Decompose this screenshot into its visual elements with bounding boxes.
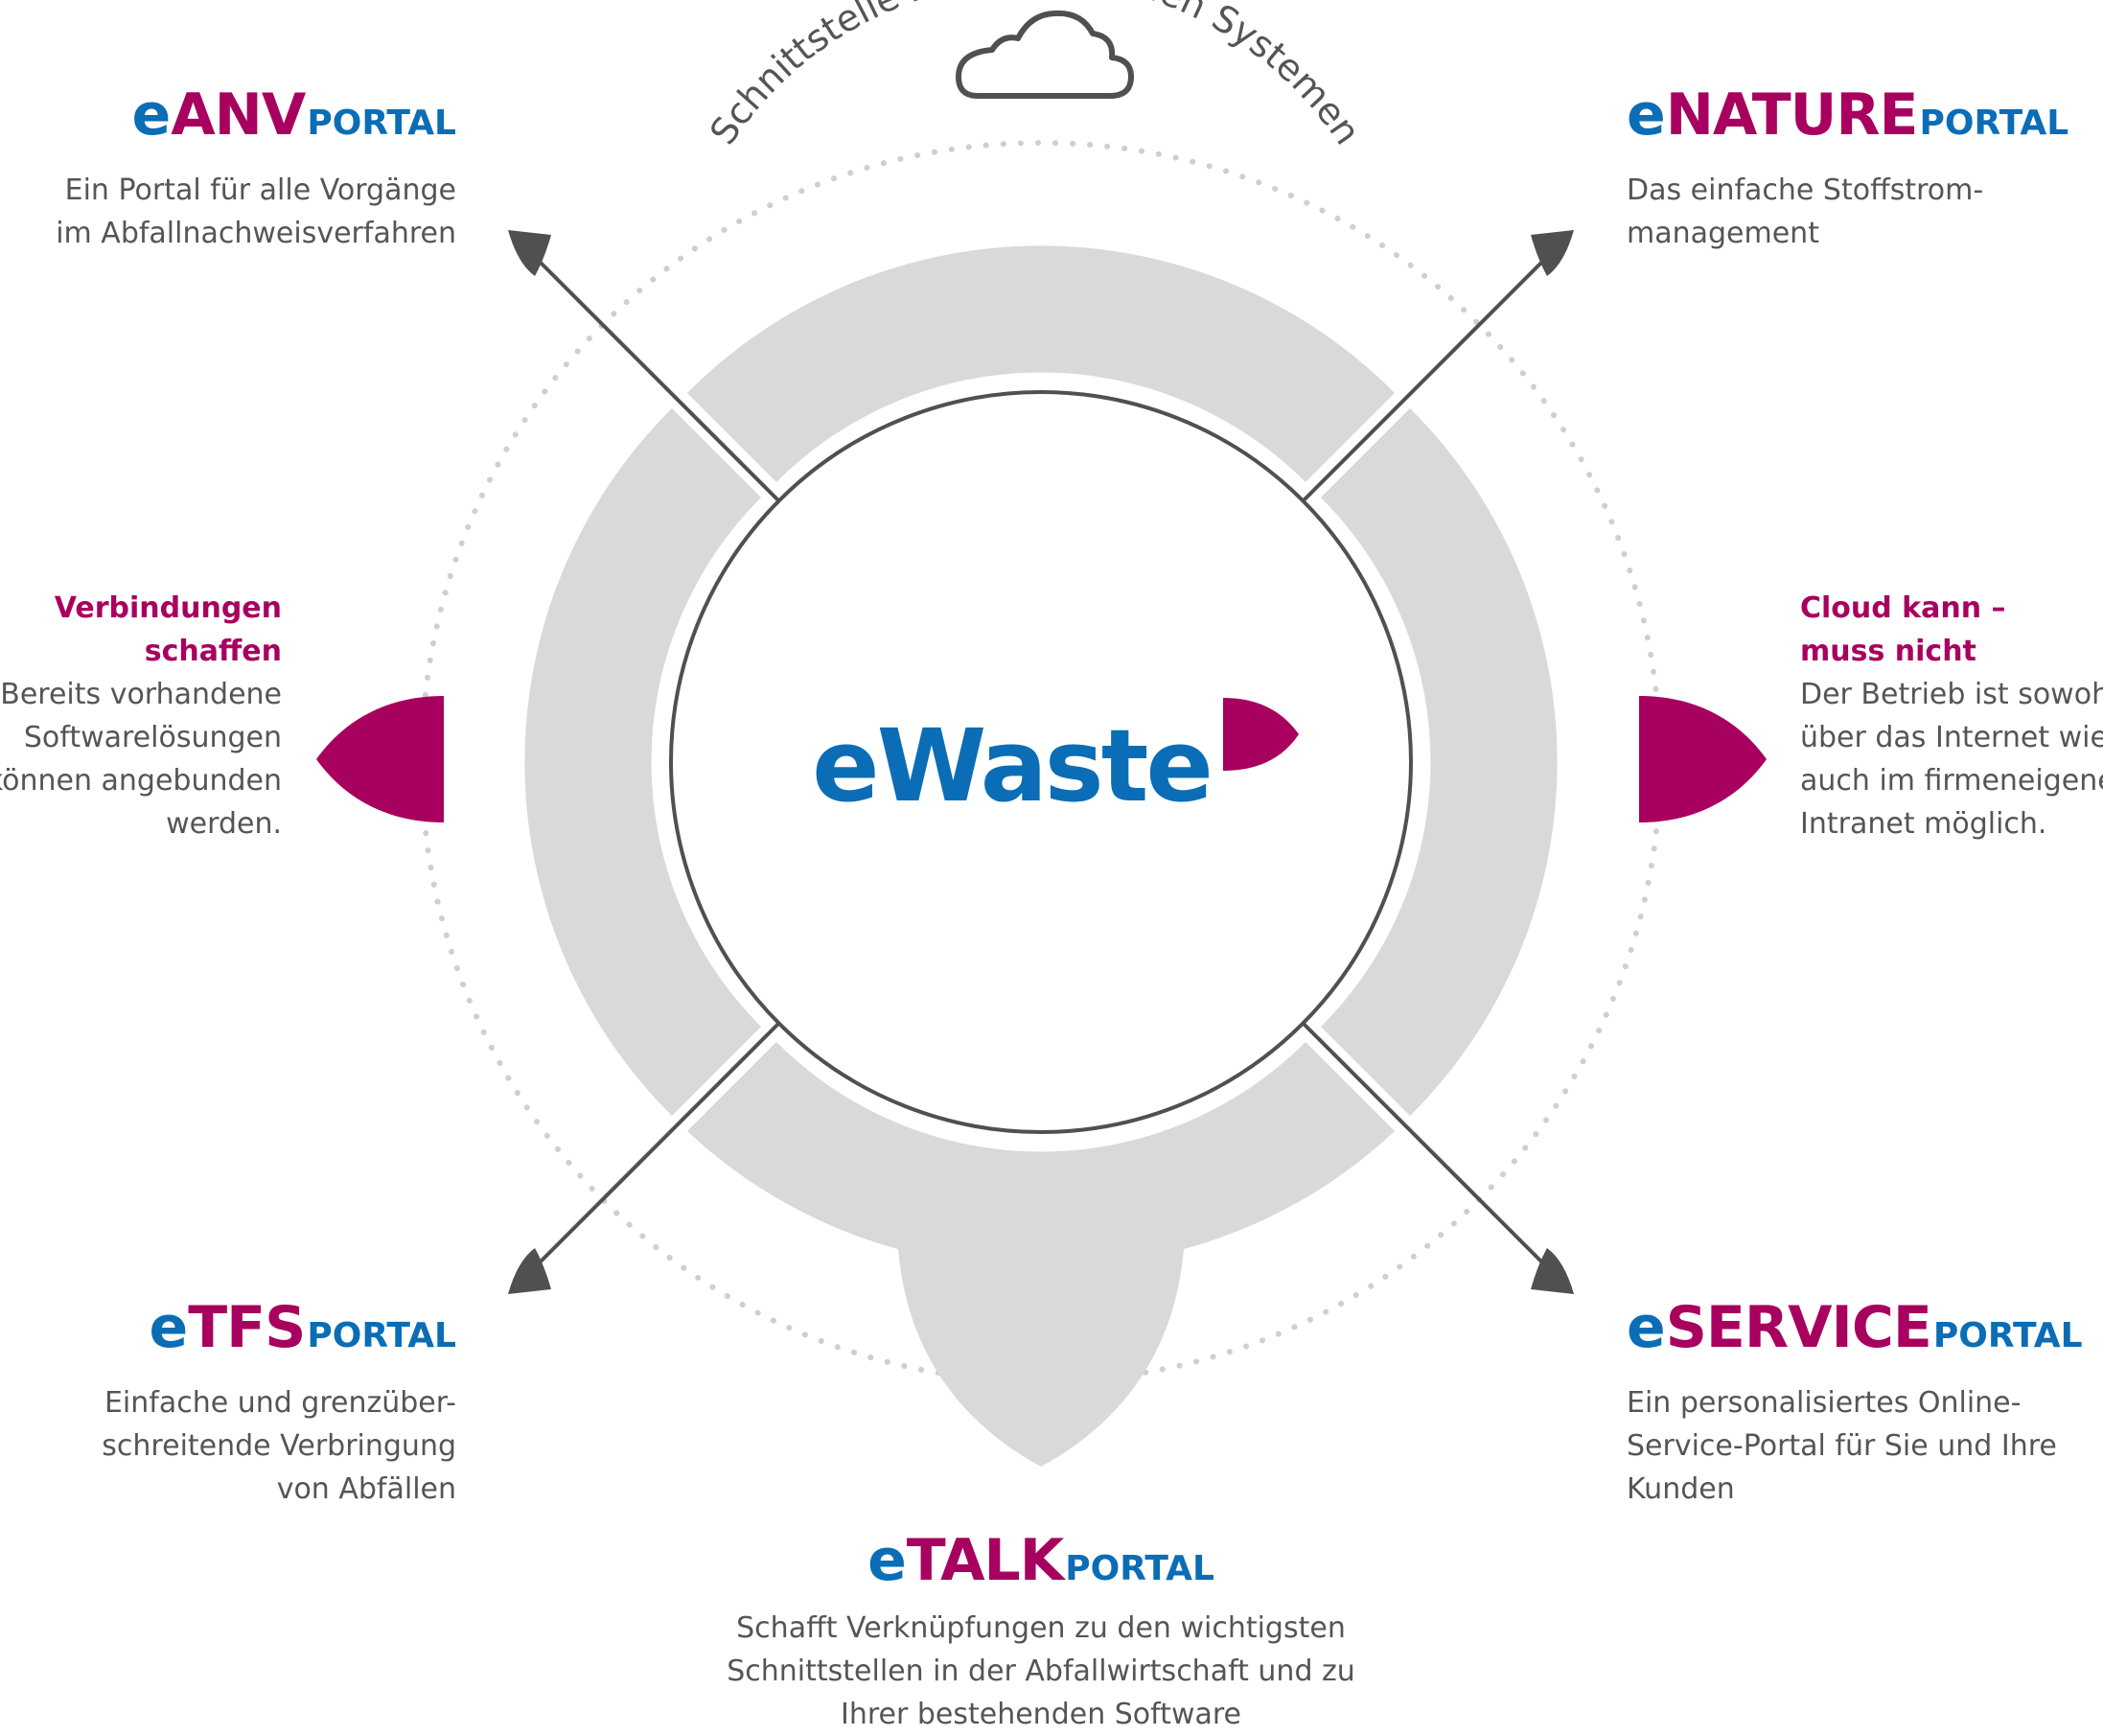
portal-title-prefix: e xyxy=(1627,1294,1666,1361)
arrowhead-anv-icon xyxy=(508,230,551,276)
portal-title-prefix: e xyxy=(1627,81,1666,149)
arrow-service xyxy=(1302,1022,1552,1272)
side-left-description: Bereits vorhandene Softwarelösungen könn… xyxy=(0,678,282,841)
portal-nature-description: Das einfache Stoffstrom- management xyxy=(1627,174,1984,250)
ring-segment-left xyxy=(524,408,761,1116)
ring-segment-bottom xyxy=(687,1042,1395,1467)
portal-service: eSERVICEPORTAL Ein personalisiertes Onli… xyxy=(1627,1299,2083,1511)
portal-tfs-description: Einfache und grenzüber- schreitende Verb… xyxy=(102,1386,456,1506)
portal-title-name: NATURE xyxy=(1665,81,1919,149)
arrow-tfs xyxy=(530,1022,780,1272)
side-right-heading: Cloud kann – muss nicht xyxy=(1800,591,2006,668)
portal-title-suffix: PORTAL xyxy=(307,104,456,143)
portal-title-suffix: PORTAL xyxy=(1932,1316,2083,1355)
portal-tfs: eTFSPORTAL Einfache und grenzüber- schre… xyxy=(102,1299,456,1511)
grey-ring xyxy=(524,245,1558,1467)
side-info-left: Verbindungen schaffen Bereits vorhandene… xyxy=(0,587,282,845)
cloud-icon xyxy=(956,10,1134,99)
arrow-nature xyxy=(1302,252,1552,502)
portal-talk-description: Schafft Verknüpfungen zu den wichtigsten… xyxy=(727,1611,1355,1731)
arrowhead-tfs-icon xyxy=(508,1248,551,1294)
portal-anv-title[interactable]: eANVPORTAL xyxy=(56,86,456,144)
arrowhead-nature-icon xyxy=(1531,230,1574,276)
center-circle xyxy=(669,390,1413,1134)
arc-label: Schnittstelle zu vorhandenen Systemen xyxy=(702,0,1369,152)
side-right-description: Der Betrieb ist sowohl über das Internet… xyxy=(1800,678,2103,841)
portal-title-prefix: e xyxy=(131,81,172,149)
ewaste-logo-mark-icon xyxy=(1223,698,1299,771)
left-magenta-marker-icon xyxy=(316,696,444,822)
portal-title-name: TFS xyxy=(188,1294,306,1361)
portal-anv-description: Ein Portal für alle Vorgänge im Abfallna… xyxy=(56,174,456,250)
arrow-anv xyxy=(530,252,780,502)
portal-talk: eTALKPORTAL Schafft Verknüpfungen zu den… xyxy=(658,1532,1424,1736)
portal-title-name: ANV xyxy=(171,81,306,149)
portal-service-description: Ein personalisiertes Online- Service-Por… xyxy=(1627,1386,2057,1506)
portal-title-suffix: PORTAL xyxy=(307,1316,456,1355)
portal-title-suffix: PORTAL xyxy=(1065,1549,1214,1588)
portal-tfs-title[interactable]: eTFSPORTAL xyxy=(102,1299,457,1356)
side-left-heading: Verbindungen schaffen xyxy=(54,591,282,668)
portal-title-suffix: PORTAL xyxy=(1919,104,2069,143)
ewaste-logo-text: eWaste xyxy=(812,707,1211,824)
portal-title-prefix: e xyxy=(867,1527,907,1594)
portal-service-title[interactable]: eSERVICEPORTAL xyxy=(1627,1299,2083,1356)
side-info-right: Cloud kann – muss nicht Der Betrieb ist … xyxy=(1800,587,2103,845)
portal-nature: eNATUREPORTAL Das einfache Stoffstrom- m… xyxy=(1627,86,2068,255)
portal-nature-title[interactable]: eNATUREPORTAL xyxy=(1627,86,2068,144)
portal-title-name: SERVICE xyxy=(1665,1294,1932,1361)
arrowhead-service-icon xyxy=(1531,1248,1574,1294)
ring-segment-top xyxy=(687,245,1395,482)
portal-title-prefix: e xyxy=(149,1294,189,1361)
connector-arrows xyxy=(530,252,1552,1272)
right-magenta-marker-icon xyxy=(1639,696,1767,822)
ring-segment-right xyxy=(1321,408,1558,1116)
portal-anv: eANVPORTAL Ein Portal für alle Vorgänge … xyxy=(56,86,456,255)
portal-talk-title[interactable]: eTALKPORTAL xyxy=(658,1532,1424,1589)
portal-title-name: TALK xyxy=(906,1527,1064,1594)
